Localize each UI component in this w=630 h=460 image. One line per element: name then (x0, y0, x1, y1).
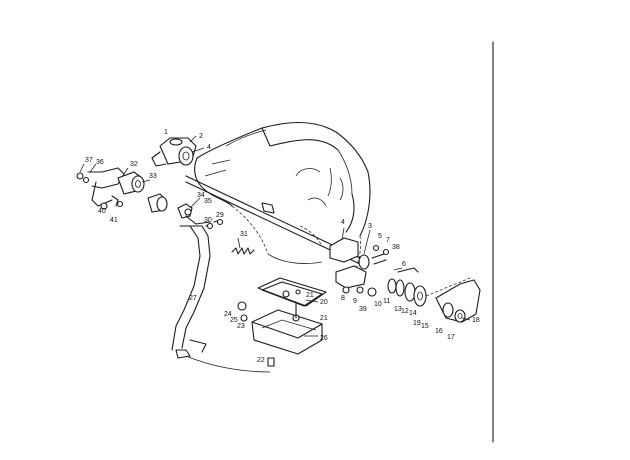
label-3: 3 (368, 223, 372, 230)
label-17: 17 (447, 334, 455, 341)
label-40: 40 (98, 208, 106, 215)
label-32: 32 (130, 161, 138, 168)
callout-leaders (79, 135, 471, 337)
label-18: 18 (472, 317, 480, 324)
label-4: 4 (207, 144, 211, 151)
label-1: 1 (164, 129, 168, 136)
label-12: 12 (401, 308, 409, 315)
part-labels: 1 2 3 4 4 5 6 7 8 9 10 11 12 13 14 15 16… (85, 129, 480, 364)
label-23: 23 (237, 323, 245, 330)
label-39: 39 (359, 306, 367, 313)
label-19: 19 (413, 320, 421, 327)
label-37: 37 (85, 157, 93, 164)
label-8: 8 (341, 295, 345, 302)
label-13: 13 (394, 306, 402, 313)
label-11: 11 (383, 298, 390, 305)
label-27: 27 (189, 295, 197, 302)
label-33: 33 (149, 173, 157, 180)
label-7: 7 (386, 237, 390, 244)
label-5: 5 (378, 233, 382, 240)
label-34: 34 (197, 192, 205, 199)
transmission-housing (194, 122, 371, 287)
label-22: 22 (257, 357, 265, 364)
label-24: 24 (224, 311, 232, 318)
label-25: 25 (230, 317, 238, 324)
label-21-second: 21 (320, 315, 328, 322)
selector-plate-assembly (237, 277, 327, 367)
label-2: 2 (199, 133, 203, 140)
label-29: 29 (216, 212, 224, 219)
label-9: 9 (353, 298, 357, 305)
shift-lever (171, 215, 271, 373)
label-36: 36 (96, 159, 104, 166)
label-20: 20 (320, 299, 328, 306)
label-35: 35 (204, 198, 212, 205)
left-linkage-assembly (76, 167, 168, 213)
label-30: 30 (204, 217, 212, 224)
label-26: 26 (320, 335, 328, 342)
upper-bracket-assembly (151, 137, 197, 167)
label-14: 14 (409, 310, 417, 317)
label-31: 31 (240, 231, 248, 238)
label-21: 21 (306, 292, 314, 299)
label-16: 16 (435, 328, 443, 335)
label-6: 6 (402, 261, 406, 268)
label-4-second: 4 (341, 219, 345, 226)
clip-and-bolts (177, 203, 224, 230)
shift-fork-assembly (329, 237, 481, 323)
label-15: 15 (421, 323, 429, 330)
label-38: 38 (392, 244, 400, 251)
label-10: 10 (374, 301, 382, 308)
label-41: 41 (110, 217, 118, 224)
spring (231, 247, 255, 255)
